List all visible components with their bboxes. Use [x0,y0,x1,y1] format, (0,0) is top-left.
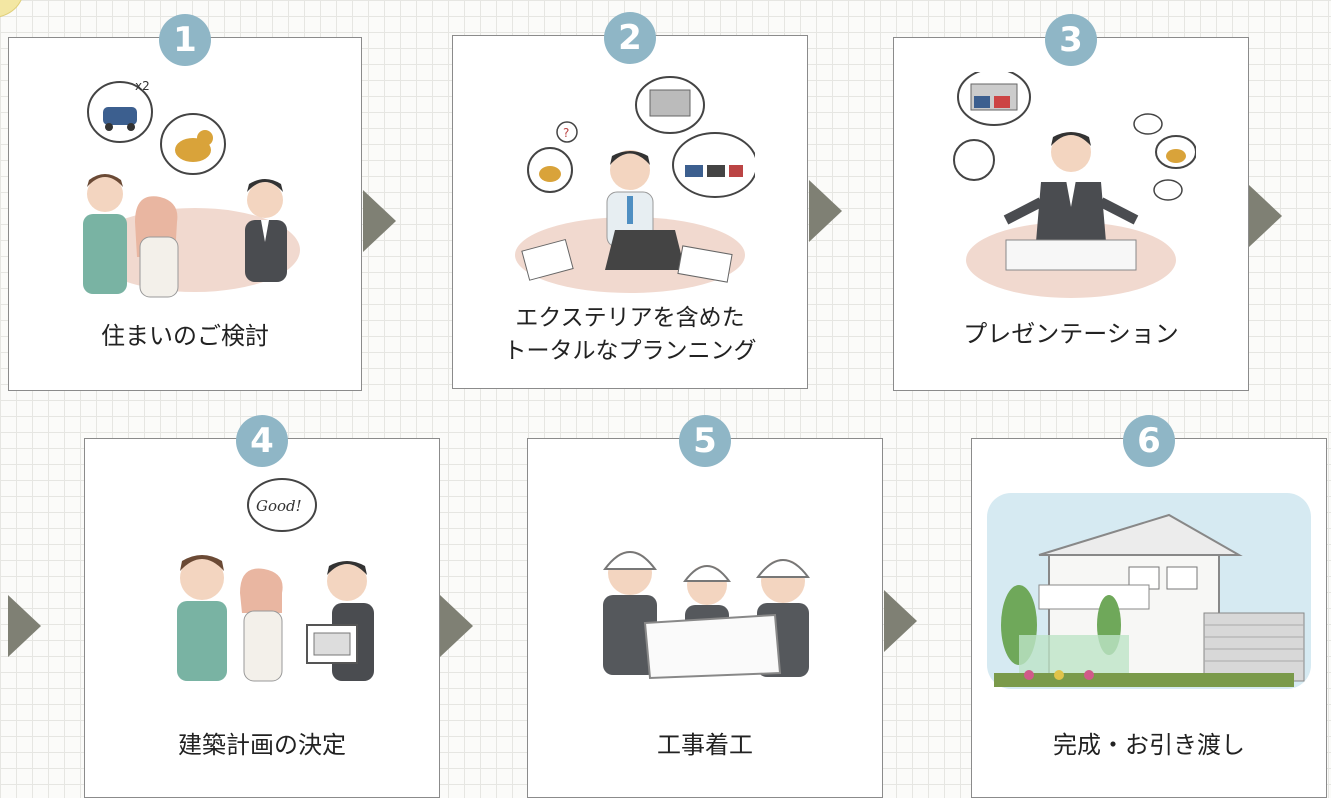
step-badge-5: 5 [679,415,731,467]
step-card-4: 4 Good! 建築計画の決定 [84,415,440,798]
decision-illustration: Good! [177,478,374,682]
step-label-6: 完成・お引き渡し [1053,731,1245,759]
arrow-right-icon [440,595,473,657]
bubble-text: x2 [135,79,150,93]
step-badge-1: 1 [159,14,211,66]
arrow-right-icon [809,180,842,242]
step-card-2: 2 ? エクステリアを含めた トータルなプランニング [452,12,808,389]
step-badge-4: 4 [236,415,288,467]
planning-illustration: ? [515,76,755,293]
step-label-5: 工事着工 [657,731,753,759]
bubble-text: Good! [256,497,302,515]
consultation-illustration: x2 [83,79,300,298]
step-label-1: 住まいのご検討 [101,322,269,350]
bubble-text: ? [563,126,569,140]
house-illustration [987,493,1311,689]
corner-decoration [0,0,24,18]
arrow-right-icon [1249,185,1282,247]
step-card-1: 1 x2 住まいのご検討 [8,14,362,391]
arrow-right-icon [8,595,41,657]
arrow-right-icon [363,190,396,252]
step-card-5: 5 工事着工 [527,415,883,798]
step-label-2: エクステリアを含めた トータルなプランニング [503,305,757,364]
arrow-right-icon [884,590,917,652]
step-card-6: 6 完成・お引き渡し [971,415,1327,798]
construction-illustration [603,551,810,680]
step-label-4: 建築計画の決定 [178,731,346,759]
presentation-illustration [953,72,1196,298]
step-badge-6: 6 [1123,415,1175,467]
step-label-3: プレゼンテーション [963,320,1179,348]
step-badge-2: 2 [604,12,656,64]
step-card-3: 3 プレゼンテーション [893,14,1249,391]
step-badge-3: 3 [1045,14,1097,66]
